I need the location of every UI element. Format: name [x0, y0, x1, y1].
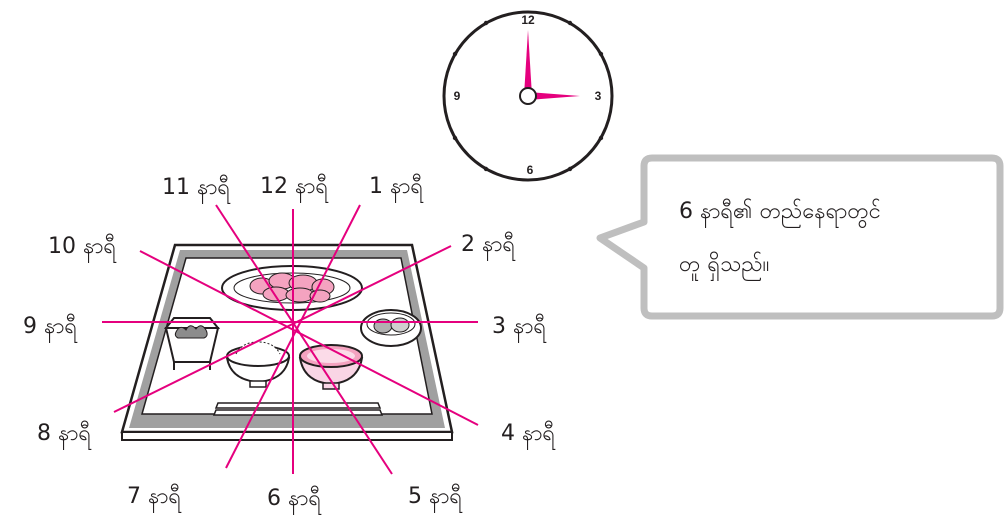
label-8-oclock: 8 နာရီ — [37, 420, 91, 450]
label-7-oclock: 7 နာရီ — [127, 483, 181, 513]
label-4-oclock: 4 နာရီ — [501, 420, 555, 450]
label-5-oclock: 5 နာရီ — [408, 483, 462, 513]
clock-center-pin — [520, 88, 536, 104]
label-6-oclock: 6 နာရီ — [267, 485, 321, 515]
speech-bubble: 6 နာရီ၏ တည်နေရာတွင် တူ ရှိသည်။ — [600, 158, 1000, 316]
label-1-oclock: 1 နာရီ — [369, 173, 423, 203]
clock-number-6: 6 — [527, 163, 534, 177]
label-12-oclock: 12 နာရီ — [260, 173, 328, 203]
clock: 12 3 6 9 — [444, 12, 612, 180]
clock-number-12: 12 — [521, 13, 535, 27]
label-2-oclock: 2 နာရီ — [461, 231, 515, 261]
label-10-oclock: 10 နာရီ — [48, 233, 116, 263]
label-3-oclock: 3 နာရီ — [492, 313, 546, 343]
label-11-oclock: 11 နာရီ — [162, 174, 230, 204]
label-9-oclock: 9 နာရီ — [23, 313, 77, 343]
clock-number-3: 3 — [595, 89, 602, 103]
side-dish-bowl-left — [166, 318, 218, 370]
tray-front-edge — [122, 432, 452, 440]
clock-number-9: 9 — [454, 89, 461, 103]
side-dish-bowl-right — [361, 310, 421, 346]
